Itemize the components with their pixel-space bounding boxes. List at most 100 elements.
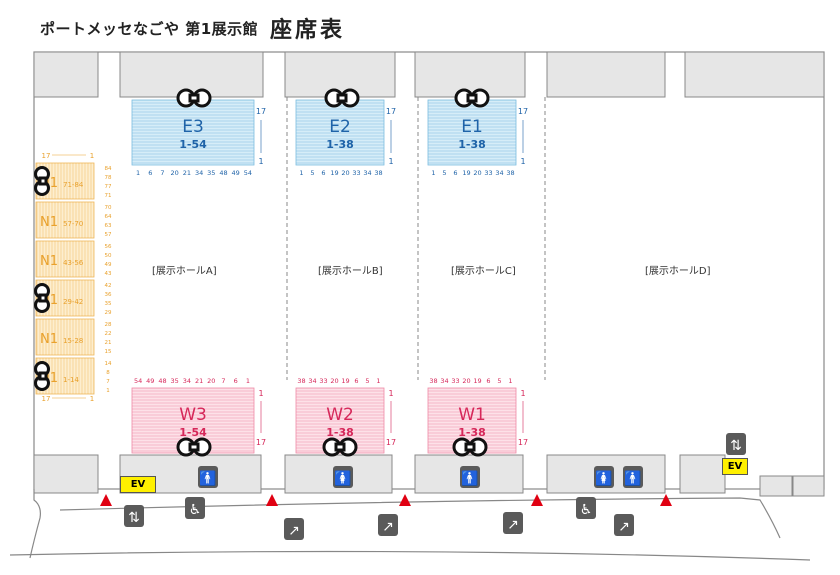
elevator-icon: [726, 433, 746, 455]
seat-number: 64: [105, 214, 112, 220]
seat-number: 6: [321, 169, 325, 177]
seat-number: 20: [462, 377, 470, 385]
block-name-w3: W3: [179, 405, 207, 425]
seat-number: 54: [244, 169, 252, 177]
block-seats-n1: 29-42: [63, 298, 83, 306]
stairs-icon-glyph: ↗: [618, 519, 630, 535]
block-name-e2: E2: [329, 117, 351, 137]
seat-number: 38: [506, 169, 514, 177]
seat-number: 36: [105, 292, 112, 298]
venue-title: ポートメッセなごや 第1展示館: [40, 20, 259, 38]
row-number: 1: [258, 389, 263, 398]
block-seats-e3: 1-54: [179, 138, 207, 151]
camera-position-icon: [176, 88, 212, 108]
hall-label-a: [展示ホールA]: [152, 266, 217, 277]
womens-restroom-icon: [333, 466, 353, 488]
mens-restroom-icon-glyph: 🚹: [199, 470, 216, 487]
womens-restroom-icon-glyph: 🚺: [595, 470, 612, 487]
block-name-n1: N1: [40, 215, 58, 230]
block-seats-w1: 1-38: [458, 426, 486, 439]
entrance-marker-icon: [100, 494, 112, 506]
seat-number: 34: [495, 169, 503, 177]
seat-number: 7: [160, 169, 164, 177]
seat-number: 28: [105, 322, 112, 328]
block-seats-w3: 1-54: [179, 426, 207, 439]
seat-number: 20: [330, 377, 338, 385]
stairs-icon: [378, 514, 398, 536]
seat-number: 5: [442, 169, 446, 177]
seat-number: 21: [195, 377, 203, 385]
row-number: 1: [520, 157, 525, 166]
seat-number: 8: [106, 370, 110, 376]
seat-number: 34: [308, 377, 316, 385]
seat-number: 49: [232, 169, 240, 177]
escalator-icon-glyph: ↗: [288, 523, 300, 539]
seat-block-n1: [35, 318, 95, 356]
seat-number: 63: [105, 223, 112, 229]
seat-number: 84: [105, 166, 112, 172]
block-name-n1: N1: [40, 254, 58, 269]
seat-number: 70: [105, 205, 112, 211]
seat-block-e3: [131, 99, 255, 166]
seat-number: 19: [473, 377, 481, 385]
seat-number: 77: [105, 184, 112, 190]
walkway-wall-left: [29, 489, 41, 559]
camera-position-icon: [322, 437, 358, 457]
mens-restroom-icon: [460, 466, 480, 488]
seat-number: 22: [105, 331, 112, 337]
row-number: 17: [386, 107, 396, 116]
ev-label-right: EV: [722, 458, 748, 475]
seat-number: 21: [183, 169, 191, 177]
seat-number: 38: [429, 377, 437, 385]
row-number: 1: [388, 389, 393, 398]
seat-number: 7: [106, 379, 110, 385]
seat-number: 43: [105, 271, 112, 277]
seat-number: 1: [431, 169, 435, 177]
mens-restroom-icon-glyph: 🚹: [624, 470, 641, 487]
seat-block-n1: [35, 201, 95, 239]
elevator-icon-glyph: ⇅: [730, 438, 742, 454]
seat-number: 34: [195, 169, 203, 177]
mens-restroom-icon-glyph: 🚹: [461, 470, 478, 487]
seat-number: 49: [105, 262, 112, 268]
walkway-wall-mid: [59, 497, 781, 539]
mens-restroom-icon: [198, 466, 218, 488]
seat-number: 42: [105, 283, 112, 289]
seat-number: 49: [146, 377, 154, 385]
seat-number: 34: [363, 169, 371, 177]
womens-restroom-icon-glyph: 🚺: [334, 470, 351, 487]
block-seats-w2: 1-38: [326, 426, 354, 439]
row-number: 1: [520, 389, 525, 398]
seat-number: 50: [105, 253, 112, 259]
wheelchair-icon: [185, 497, 205, 519]
seat-number: 20: [171, 169, 179, 177]
walkway-wall-bottom: [9, 550, 811, 561]
seat-number: 33: [484, 169, 492, 177]
camera-position-icon: [34, 283, 50, 313]
hall-label-c: [展示ホールC]: [451, 266, 516, 277]
camera-position-icon: [452, 437, 488, 457]
seat-number: 14: [105, 361, 112, 367]
seat-number: 1: [376, 377, 380, 385]
entrance-marker-icon: [266, 494, 278, 506]
row-number: 17: [256, 438, 266, 447]
ev-label-left: EV: [120, 476, 156, 493]
seat-number: 20: [341, 169, 349, 177]
stairs-icon: [614, 514, 634, 536]
seat-number: 6: [148, 169, 152, 177]
seat-number: 1: [246, 377, 250, 385]
block-seats-e2: 1-38: [326, 138, 354, 151]
seat-number: 5: [497, 377, 501, 385]
row-number: 1: [258, 157, 263, 166]
row-number: 17: [42, 152, 51, 160]
hall-label-d: [展示ホールD]: [645, 266, 711, 277]
seat-number: 6: [453, 169, 457, 177]
block-name-n1: N1: [40, 332, 58, 347]
escalator-icon: [503, 512, 523, 534]
seat-number: 57: [105, 232, 112, 238]
seat-number: 1: [136, 169, 140, 177]
stairs-icon-glyph: ↗: [382, 519, 394, 535]
seat-number: 38: [297, 377, 305, 385]
camera-position-icon: [34, 361, 50, 391]
seat-number: 1: [299, 169, 303, 177]
